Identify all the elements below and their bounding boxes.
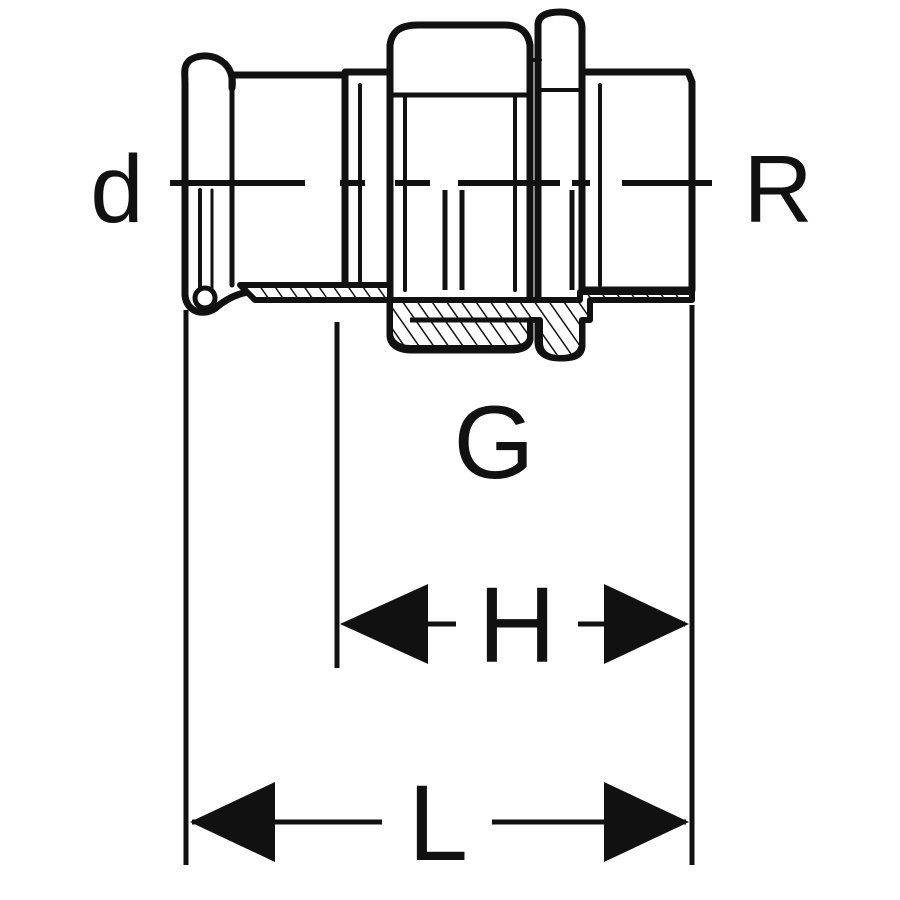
section-hatch	[237, 282, 695, 361]
arrow-H-right	[604, 584, 689, 664]
label-L: L	[408, 762, 468, 883]
arrow-L-left	[190, 782, 275, 862]
label-d: d	[90, 136, 143, 243]
dimension-H: H	[340, 564, 689, 685]
dimension-L: L	[190, 762, 689, 883]
label-H: H	[478, 564, 556, 685]
label-R: R	[743, 136, 812, 243]
label-G: G	[454, 385, 535, 501]
internal-lines	[442, 190, 575, 290]
press-o-ring	[192, 285, 218, 311]
arrow-H-left	[340, 584, 428, 664]
arrow-L-right	[604, 782, 689, 862]
extension-lines	[183, 305, 695, 865]
